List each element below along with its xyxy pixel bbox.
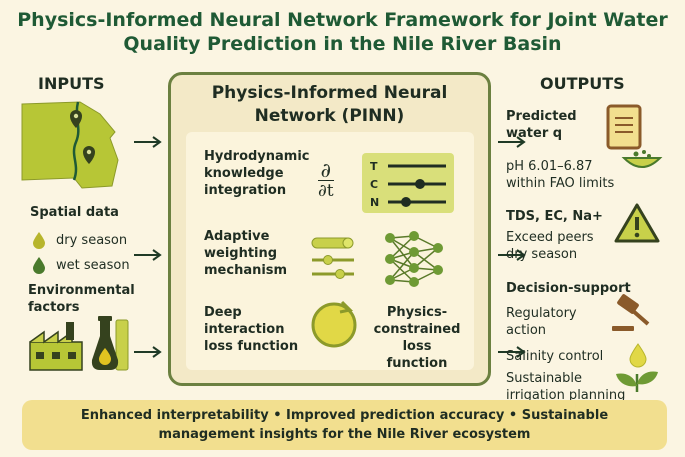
title-line-1: Physics-Informed Neural Network Framewor… [17,9,668,31]
hydrodynamic-label: Hydrodynamic knowledge integration [204,149,310,198]
neural-network-icon [385,231,443,287]
inputs-header: INPUTS [38,74,105,93]
predicted-water-label: Predicted water q [506,109,577,141]
factory-icon [29,322,83,371]
dry-season-label: dry season [56,233,128,248]
cycle-icon [311,300,357,348]
ph-range-text: pH 6.01–6.87 within FAO limits [506,159,615,191]
partial-derivative-icon: ∂ ∂t [318,158,334,201]
deep-interaction-label: Deep interaction loss function [204,305,299,354]
sustainable-irrigation-text: Sustainable irrigation planning [506,371,626,403]
egypt-map-icon [21,101,119,189]
tds-ec-na-label: TDS, EC, Na+ [506,209,603,224]
salinity-control-text: Salinity control [506,349,604,364]
outputs-header: OUTPUTS [540,74,625,93]
arrow-right-icon [134,346,162,358]
sprout-icon [616,371,658,392]
arrow-right-icon [134,136,162,148]
title-line-2: Quality Prediction in the Nile River Bas… [123,33,562,55]
gavel-icon [612,294,650,331]
adaptive-weighting-label: Adaptive weighting mechanism [204,229,288,278]
drop-icon [629,343,647,368]
environmental-factors-label: Environmental factors [28,283,135,315]
slider-label-t: T [370,160,378,173]
arrow-right-icon [498,249,526,261]
slider-label-n: N [370,196,379,209]
weighting-sliders-icon [311,237,354,279]
arrow-right-icon [498,346,526,358]
arrow-right-icon [134,249,162,261]
warning-icon [614,203,660,243]
slider-controls-icon: T C N [362,153,454,213]
page-title: Physics-Informed Neural Network Framewor… [0,8,685,56]
dry-drop-icon [33,232,45,249]
regulatory-action-text: Regulatory action [506,306,577,338]
slider-label-c: C [370,178,378,191]
wet-drop-icon [33,257,45,274]
summary-text: Enhanced interpretability • Improved pre… [80,408,609,442]
report-document-icon [606,104,642,150]
water-bowl-icon [621,150,663,168]
wet-season-label: wet season [56,258,130,273]
exceed-peers-text: Exceed peers dry season [506,230,594,262]
summary-banner [22,400,667,450]
flask-icon [91,316,129,371]
pinn-title: Physics-Informed Neural Network (PINN) [211,83,448,126]
arrow-right-icon [498,136,526,148]
decision-support-label: Decision-support [506,281,631,296]
spatial-data-label: Spatial data [30,205,119,220]
physics-constrained-label: Physics- constrained loss function [373,305,461,371]
